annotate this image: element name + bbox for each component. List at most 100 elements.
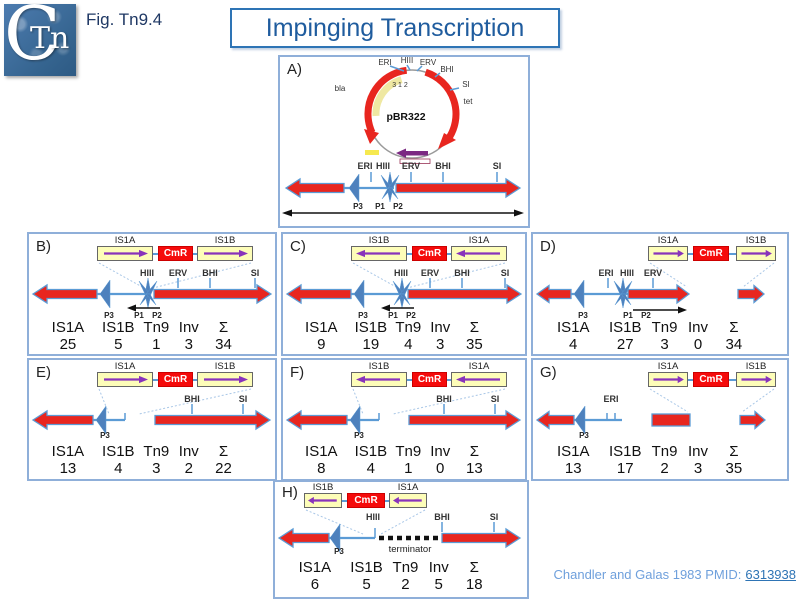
p3-label: P3 [354,431,364,440]
is-arrow-right-icon [102,248,150,259]
is-element-box [648,246,688,261]
is-arrow-right-icon [202,374,250,385]
table-headers: IS1A IS1B Tn9 Inv Σ [533,320,787,336]
panel-f-table: IS1A IS1B Tn9 Inv Σ 8 4 1 0 13 [283,444,525,477]
val-tn9: 1 [152,336,161,353]
col-is1b: IS1B [102,319,135,336]
construct-right-label: IS1B [745,235,767,246]
p3-promoter-flag [348,173,360,203]
panel-e-letter: E) [36,364,51,381]
site-label-eri: ERI [357,161,372,171]
val-tn9: 3 [660,336,669,353]
construct-left-label: IS1B [368,235,390,246]
is-arrow-right-icon [740,248,774,259]
col-is1b: IS1B [102,443,135,460]
panel-c-table: IS1A IS1B Tn9 Inv Σ 9 19 4 3 35 [283,320,525,353]
col-sigma: Σ [218,443,229,460]
col-inv: Inv [178,319,199,336]
panel-a-linear-map: ERI HIII ERV BHI SI P3 P1 P2 [282,161,524,217]
is-element-box [351,372,407,387]
col-is1b: IS1B [608,443,642,460]
val-is1a: 13 [59,460,77,477]
panel-f-map: BHI SI P3 [285,388,522,440]
construct-right-label: IS1A [397,482,419,493]
figure-label: Fig. Tn9.4 [86,10,163,29]
construct-left-label: IS1A [657,361,679,372]
table-headers: IS1A IS1B Tn9 Inv Σ [29,320,275,336]
col-inv: Inv [428,559,449,576]
is-element-box [97,246,153,261]
val-inv: 2 [184,460,193,477]
site-label-eri: ERI [603,394,618,404]
red-arrow-right [627,283,691,305]
col-tn9: Tn9 [651,443,678,460]
cmr-box: CmR [158,372,193,387]
col-is1b: IS1B [350,559,383,576]
col-tn9: Tn9 [143,319,170,336]
col-is1a: IS1A [556,319,590,336]
table-headers: IS1A IS1B Tn9 Inv Σ [533,444,787,460]
logo: C Tn [4,0,76,77]
site-label-hiii: HIII [394,268,408,278]
p3-promoter-flag [573,279,585,309]
red-arrow-left [277,527,330,549]
col-sigma: Σ [729,443,739,460]
site-label-bhi: BHI [434,512,450,522]
red-arrow-right-short [739,410,767,430]
cmr-box: CmR [347,493,385,508]
plasmid-site-si: SI [462,80,470,89]
site-label-si: SI [251,268,260,278]
site-label-eri: ERI [598,268,613,278]
site-label-si: SI [239,394,248,404]
p3-promoter-flag [574,405,586,435]
col-tn9: Tn9 [395,443,422,460]
p1-label: P1 [134,311,144,320]
red-arrow-right [395,177,522,199]
val-inv: 5 [434,576,443,593]
col-tn9: Tn9 [143,443,170,460]
is-element-box [197,246,253,261]
val-sigma: 34 [725,336,743,353]
cmr-box: CmR [693,246,729,261]
purple-gene-arrow-icon [396,148,428,158]
col-is1a: IS1A [298,559,332,576]
panel-e-table: IS1A IS1B Tn9 Inv Σ 13 4 3 2 22 [29,444,275,477]
plasmid-name: pBR322 [386,111,425,123]
pmid-link[interactable]: 6313938 [745,567,796,582]
panel-c-letter: C) [290,238,306,255]
val-is1b: 4 [114,460,123,477]
is-arrow-right-icon [652,248,686,259]
citation: Chandler and Galas 1983 PMID:6313938 [546,567,796,582]
val-inv: 3 [693,460,703,477]
val-inv: 3 [436,336,445,353]
val-is1b: 27 [616,336,634,353]
p3-label: P3 [353,202,363,211]
p2-label: P2 [152,311,162,320]
site-label-erv: ERV [169,268,187,278]
site-label-hiii: HIII [620,268,634,278]
val-sigma: 35 [466,336,483,353]
site-label-erv: ERV [402,161,420,171]
red-arrow-left [31,283,98,305]
red-arrow-right [153,283,273,305]
bla-label: bla [335,84,346,93]
red-arrow-right [441,527,522,549]
bla-arrowhead-icon [364,129,379,144]
is-arrow-left-icon [454,374,502,385]
p3-label: P3 [100,431,110,440]
plasmid-site-erv: ERV [420,58,437,67]
panel-h-table: IS1A IS1B Tn9 Inv Σ 6 5 2 5 18 [275,560,527,593]
val-inv: 3 [184,336,193,353]
table-headers: IS1A IS1B Tn9 Inv Σ [29,444,275,460]
p3-label: P3 [104,311,114,320]
title-box: Impinging Transcription [230,8,560,48]
is-arrow-left-icon [391,495,423,506]
is-element-box [389,493,427,508]
construct-left-label: IS1B [368,361,390,372]
val-is1a: 8 [317,460,326,477]
panel-b-map: HIII ERV BHI SI P3 P1 P2 [31,262,273,320]
plasmid-site-hiii: HIII [401,57,413,65]
panel-f-letter: F) [290,364,305,381]
col-is1b: IS1B [354,319,388,336]
panel-g-map: ERI P3 [535,388,775,440]
